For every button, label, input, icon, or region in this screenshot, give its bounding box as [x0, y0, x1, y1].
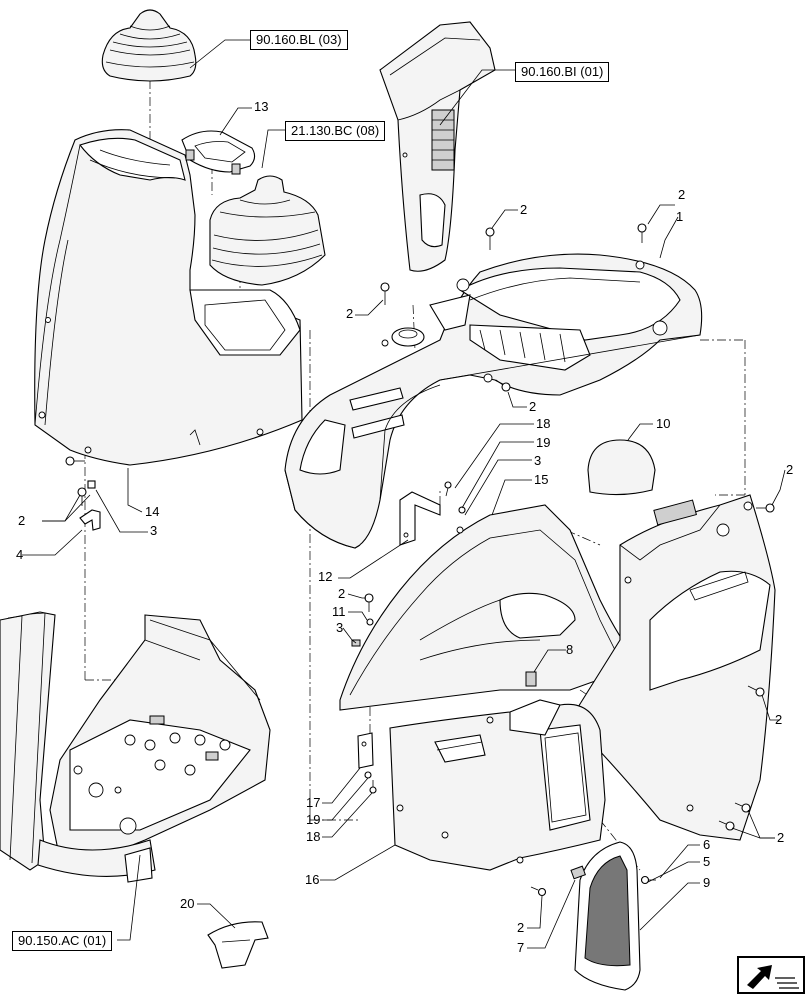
callout-14: 14: [145, 504, 160, 519]
callout-15: 15: [534, 472, 549, 487]
callout-19: 19: [306, 812, 321, 827]
callout-3: 3: [336, 620, 344, 635]
callout-18: 18: [306, 829, 321, 844]
arrow-icon: [747, 965, 799, 989]
callout-13: 13: [254, 99, 269, 114]
callout-10: 10: [656, 416, 671, 431]
nut-icon: [366, 618, 374, 626]
screw-icon: [756, 503, 775, 513]
callout-2: 2: [520, 202, 528, 217]
callout-2: 2: [786, 462, 794, 477]
bracket-17: [357, 732, 374, 769]
callout-2: 2: [517, 920, 525, 935]
callout-3: 3: [150, 523, 158, 538]
callout-17: 17: [306, 795, 321, 810]
callout-12: 12: [318, 569, 333, 584]
callout-2: 2: [777, 830, 785, 845]
screw-icon: [530, 886, 547, 897]
right-side-panel: [569, 494, 776, 841]
callout-5: 5: [703, 854, 711, 869]
callout-2: 2: [346, 306, 354, 321]
ref-box-ac[interactable]: 90.150.AC (01): [12, 931, 113, 951]
callout-2: 2: [338, 586, 346, 601]
callout-1: 1: [676, 209, 684, 224]
lower-panel-16: [389, 699, 606, 871]
callout-3: 3: [534, 453, 542, 468]
callout-7: 7: [517, 940, 525, 955]
screw-icon: [369, 780, 377, 794]
screw-icon: [640, 875, 656, 885]
clip-7: [570, 865, 586, 880]
callout-16: 16: [305, 872, 320, 887]
screw-icon: [65, 456, 85, 466]
dashboard-cowl: [284, 253, 703, 549]
gear-lever-boot: [101, 9, 197, 82]
nut-icon: [364, 771, 372, 779]
callout-4: 4: [16, 547, 24, 562]
callout-2: 2: [678, 187, 686, 202]
callout-2: 2: [18, 513, 26, 528]
screw-icon: [495, 379, 511, 392]
screw-icon: [364, 593, 374, 612]
callout-2: 2: [529, 399, 537, 414]
pad-10: [587, 439, 656, 496]
screw-icon: [77, 487, 87, 506]
callout-8: 8: [566, 642, 574, 657]
screw-icon: [485, 227, 495, 250]
bracket-4: [79, 509, 101, 531]
callout-20: 20: [180, 896, 195, 911]
callout-2: 2: [775, 712, 783, 727]
screw-icon: [747, 685, 765, 697]
callout-9: 9: [703, 875, 711, 890]
joystick-boot: [209, 175, 326, 286]
callout-11: 11: [332, 604, 346, 619]
ref-box-bi[interactable]: 90.160.BI (01): [515, 62, 610, 82]
nut-icon: [87, 480, 96, 489]
clip-8: [525, 671, 537, 687]
ref-box-bc[interactable]: 21.130.BC (08): [285, 121, 386, 141]
leader-lines: [22, 39, 786, 949]
screw-icon: [380, 282, 390, 305]
screw-icon: [444, 481, 452, 497]
callout-19: 19: [536, 435, 551, 450]
bracket-12: [399, 491, 441, 546]
clip-20: [207, 921, 269, 969]
steering-column-cover: [379, 21, 496, 272]
vent-grille: [574, 841, 641, 991]
callout-18: 18: [536, 416, 551, 431]
screw-icon: [637, 223, 647, 243]
left-console-shell: [34, 129, 303, 466]
cab-floor: [0, 611, 271, 883]
ref-box-bl[interactable]: 90.160.BL (03): [250, 30, 348, 50]
navigation-button[interactable]: [737, 956, 805, 994]
nut-icon: [458, 506, 466, 514]
bracket-13: [181, 130, 256, 175]
callout-6: 6: [703, 837, 711, 852]
lower-trim-panel: [339, 504, 641, 711]
